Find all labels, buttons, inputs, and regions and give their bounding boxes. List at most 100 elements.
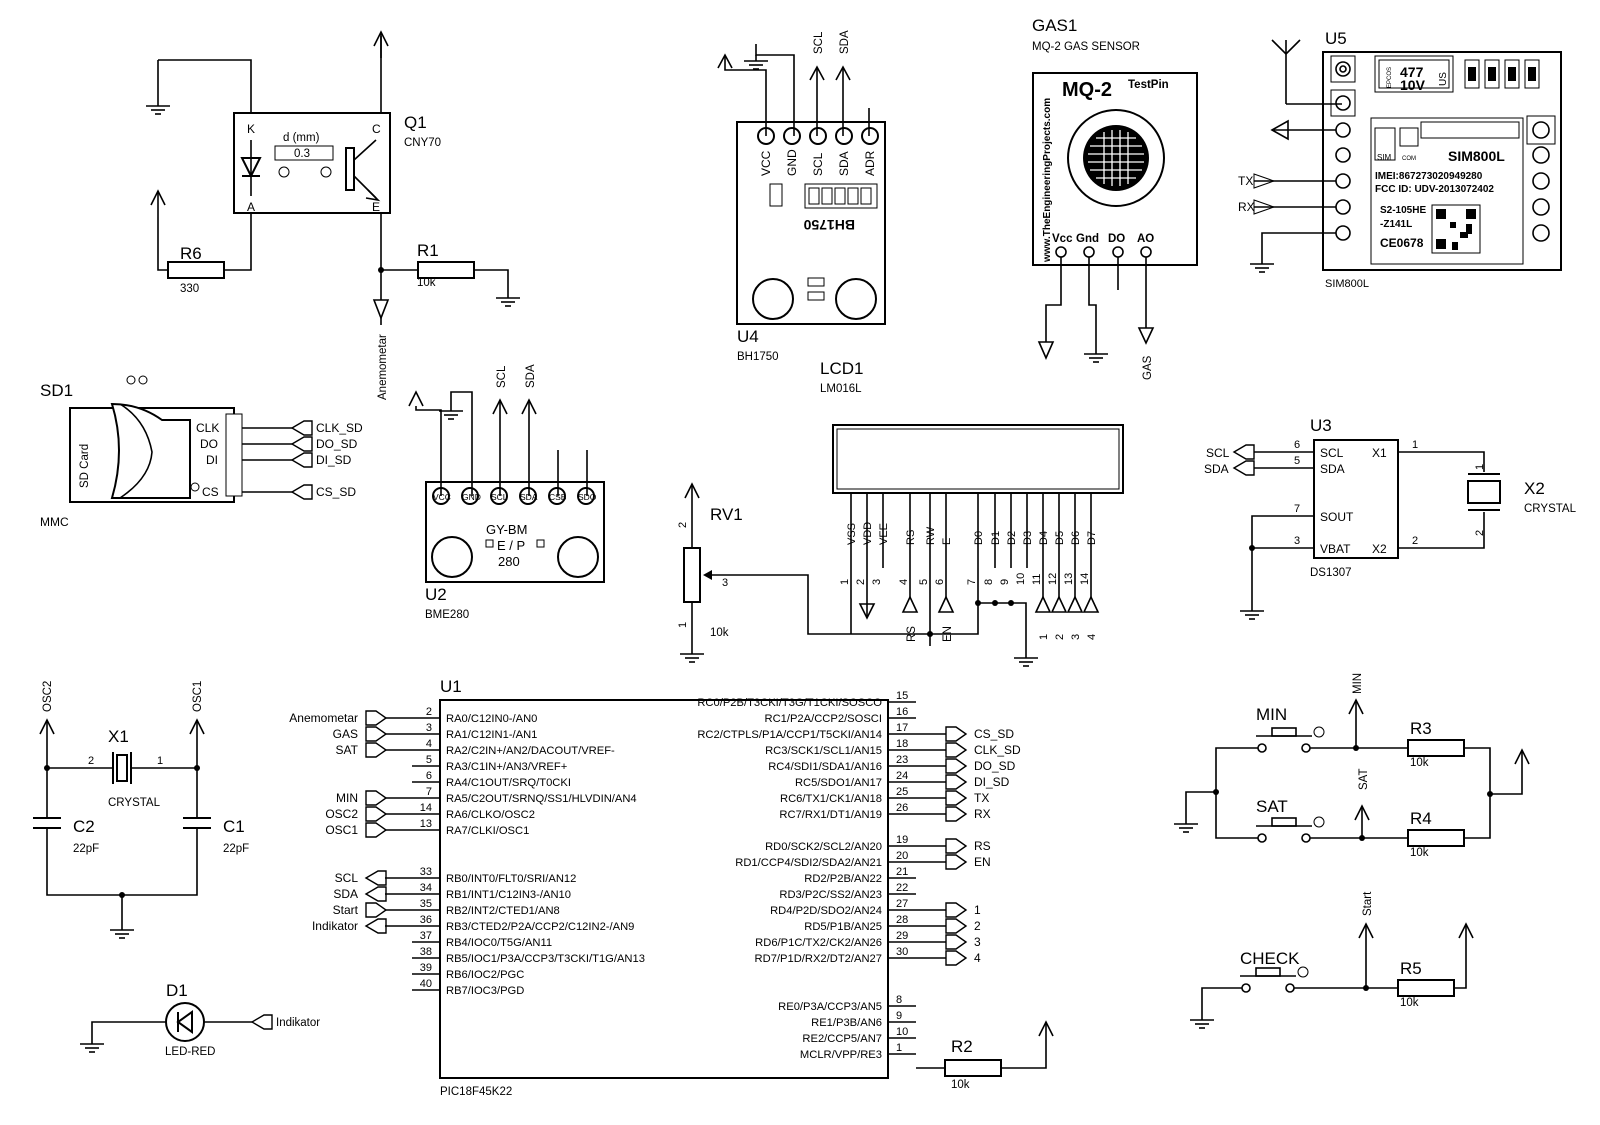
check-btn-ref: CHECK [1240,949,1300,968]
u3-pin-vbat: VBAT [1320,542,1351,556]
lcd1-pin-label: D1 [990,531,1002,545]
c1-ref: C1 [223,817,245,836]
u1-pin-number: 20 [896,850,908,862]
u1-net-label: OSC2 [325,807,358,821]
d1-led: D1 LED-RED Indikator [79,981,320,1058]
x2-value: CRYSTAL [1524,503,1577,515]
u1-net-label: Anemometar [289,711,358,725]
u2-net-scl: SCL [496,365,508,388]
u1-pic18f45k22: 2RA0/C12IN0-/AN0Anemometar3RA1/C12IN1-/A… [289,677,1021,1098]
lcd1-pin-number: 3 [871,579,883,585]
u1-net-label: SCL [335,871,359,885]
u1-pin-number: 36 [420,914,432,926]
u1-pin-label: RA6/CLKO/OSC2 [446,809,535,821]
u1-net-label: DO_SD [974,759,1016,773]
u3-num-7: 7 [1294,503,1300,515]
lcd1-pin-label: D7 [1086,531,1098,545]
u1-net-label: GAS [333,727,358,741]
sat-btn-ref: SAT [1256,797,1288,816]
u1-pin-number: 34 [420,882,432,894]
x1-oscillator: OSC2 OSC1 X1 CRYSTAL 2 1 C2 22pF C1 22pF [33,681,249,939]
u4-ref: U4 [737,327,759,346]
lcd1-data-net: 4 [1086,634,1098,640]
start-net: Start [1362,891,1374,916]
sd1-net-di: DI_SD [316,453,352,467]
q1-ref: Q1 [404,113,427,132]
u4-net-sda: SDA [839,30,851,54]
u1-pin-number: 18 [896,738,908,750]
u1-net-label: Indikator [312,919,358,933]
lcd1-pin-number: 9 [999,579,1011,585]
lcd1-pin-number: 13 [1063,573,1075,585]
u1-pin-label: RA3/C1IN+/AN3/VREF+ [446,761,567,773]
lcd1-data-net: 3 [1070,634,1082,640]
u4-value: BH1750 [737,351,779,363]
lcd1-pin-number: 2 [855,579,867,585]
u2-pin-sda: SDA [520,492,538,502]
sat-net: SAT [1358,768,1370,790]
u1-pin-label: RD5/P1B/AN25 [804,921,882,933]
c2-value: 22pF [73,843,99,855]
sd1-card-label: SD Card [79,444,91,488]
u5-cap-line2: 10V [1400,77,1426,93]
sd1-net-clk: CLK_SD [316,421,363,435]
q1-pin-c: C [372,122,381,136]
u1-pin-number: 26 [896,802,908,814]
u1-pin-number: 24 [896,770,908,782]
u1-pin-label: RE1/P3B/AN6 [811,1017,882,1029]
x1-ref: X1 [108,727,129,746]
u3-ref: U3 [1310,416,1332,435]
lcd1-pin-label: D6 [1070,531,1082,545]
u3-pin-sda: SDA [1320,462,1345,476]
lcd1-pin-label: D2 [1006,531,1018,545]
u5-imei: IMEI:867273020949280 [1375,171,1483,182]
u1-pin-label: RA2/C2IN+/AN2/DACOUT/VREF- [446,745,615,757]
u1-net-label: 4 [974,951,981,965]
u5-value: SIM800L [1325,278,1369,290]
u1-pin-label: RB6/IOC2/PGC [446,969,524,981]
gas1-mq2: GAS1 MQ-2 GAS SENSOR MQ-2 TestPin www.Th… [1032,16,1198,380]
lcd1-value: LM016L [820,383,862,395]
u1-net-label: MIN [336,791,358,805]
u1-pin-number: 25 [896,786,908,798]
q1-pin-a: A [247,200,255,214]
u1-pin-number: 7 [426,786,432,798]
u5-sim-label: SIM [1377,153,1392,162]
u1-pin-label: RE0/P3A/CCP3/AN5 [778,1001,882,1013]
u1-pin-label: RB0/INT0/FLT0/SRI/AN12 [446,873,576,885]
r4-value: 10k [1410,847,1429,859]
min-sat-buttons: MIN SAT MIN SAT R3 10k R4 10k [1173,673,1530,859]
r3-ref: R3 [1410,719,1432,738]
u2-board2: E / P [497,538,525,553]
lcd1-pin-number: 6 [934,579,946,585]
u1-pin-label: RA1/C12IN1-/AN1 [446,729,537,741]
lcd1-pin-number: 12 [1047,573,1059,585]
lcd1-data-net: 1 [1038,634,1050,640]
r6-value: 330 [180,283,199,295]
check-button-circuit: CHECK Start R5 10k [1189,891,1474,1029]
u1-pin-label: RC7/RX1/DT1/AN19 [779,809,882,821]
sd1-net-cs: CS_SD [316,485,356,499]
u1-pin-number: 1 [896,1042,902,1054]
u4-bh1750: VCC GND SCL SDA ADR BH1750 SCL SDA U4 BH… [717,30,886,363]
u1-pin-number: 9 [896,1010,902,1022]
u1-pin-label: RA0/C12IN0-/AN0 [446,713,537,725]
u1-pin-number: 8 [896,994,902,1006]
u2-net-sda: SDA [525,364,537,388]
u1-pin-label: RB3/CTED2/P2A/CCP2/C12IN2-/AN9 [446,921,634,933]
d1-value: LED-RED [165,1046,215,1058]
lcd1-pin-number: 11 [1031,574,1043,585]
u1-pin-label: RB2/INT2/CTED1/AN8 [446,905,560,917]
r2-ref: R2 [951,1037,973,1056]
u1-pin-number: 4 [426,738,432,750]
u1-pin-number: 22 [896,882,908,894]
u3-net-scl: SCL [1206,446,1230,460]
u1-pin-label: RD7/P1D/RX2/DT2/AN27 [755,953,882,965]
gas1-title: MQ-2 [1062,79,1112,101]
r5-value: 10k [1400,997,1419,1009]
u1-net-label: CLK_SD [974,743,1021,757]
u1-pin-number: 28 [896,914,908,926]
u4-pin-vcc: VCC [759,150,773,176]
u5-model2: -Z141L [1380,219,1412,230]
u2-value: BME280 [425,609,469,621]
